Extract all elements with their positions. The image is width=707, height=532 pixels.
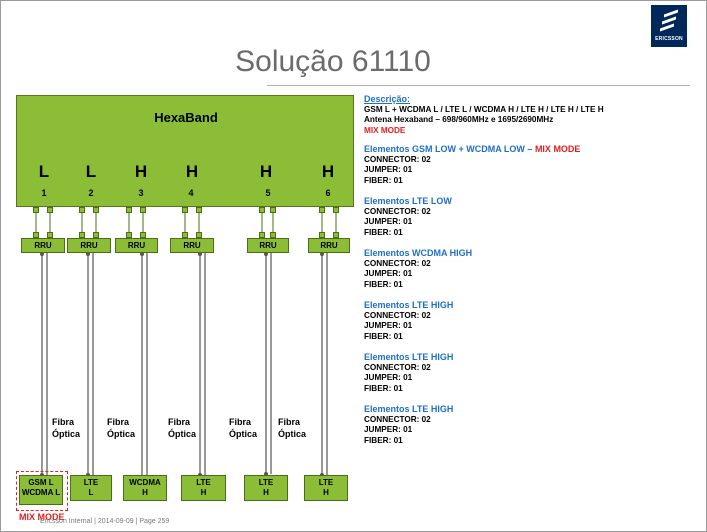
elements-block: Elementos LTE LOW CONNECTOR: 02 JUMPER: …: [364, 196, 694, 238]
elements-block: Elementos GSM LOW + WCDMA LOW – MIX MODE…: [364, 144, 694, 186]
band-letter: H: [259, 162, 273, 181]
band-letter: H: [185, 162, 199, 181]
rru-box: RRU: [67, 238, 111, 253]
elements-title: Elementos LTE HIGH: [364, 404, 454, 414]
jumper-count: JUMPER: 01: [364, 373, 413, 382]
elements-title: Elementos LTE LOW: [364, 196, 452, 206]
description-line: GSM L + WCDMA L / LTE L / WCDMA H / LTE …: [364, 104, 604, 114]
connector-count: CONNECTOR: 02: [364, 258, 431, 268]
description-line: Antena Hexaband – 698/960MHz e 1695/2690…: [364, 115, 554, 124]
port-number: 1: [41, 188, 47, 198]
connector-pin: [259, 207, 265, 213]
band-letter: H: [321, 162, 335, 181]
info-panel: Descrição: GSM L + WCDMA L / LTE L / WCD…: [364, 94, 694, 446]
port-number: 5: [265, 188, 271, 198]
connector-pin: [33, 207, 39, 213]
port-number: 4: [188, 188, 194, 198]
hexaband-antenna: HexaBand L L H H H H 1 2 3 4 5 6: [16, 95, 354, 207]
band-letter: L: [38, 162, 50, 181]
connector-pin: [333, 232, 339, 238]
connector-pin: [79, 232, 85, 238]
elements-title: Elementos LTE HIGH: [364, 352, 454, 362]
connector-pin: [333, 207, 339, 213]
description-mix-mode: MIX MODE: [364, 125, 406, 135]
rru-box: RRU: [170, 238, 214, 253]
elements-block: Elementos LTE HIGH CONNECTOR: 02 JUMPER:…: [364, 352, 694, 394]
title-divider: [267, 85, 690, 86]
connector-pin: [196, 207, 202, 213]
fiber-count: FIBER: 01: [364, 175, 403, 185]
connector-pin: [140, 232, 146, 238]
antenna-label: HexaBand: [154, 110, 218, 125]
connector-count: CONNECTOR: 02: [364, 362, 431, 372]
connector-pin: [259, 232, 265, 238]
fiber-count: FIBER: 01: [364, 279, 403, 289]
ericsson-logo: ERICSSON: [651, 5, 687, 47]
brand-name: ERICSSON: [655, 36, 683, 42]
description-label: Descrição:: [364, 94, 411, 104]
band-letter: H: [134, 162, 148, 181]
elements-block: Elementos WCDMA HIGH CONNECTOR: 02 JUMPE…: [364, 248, 694, 290]
connector-count: CONNECTOR: 02: [364, 154, 431, 164]
jumper-count: JUMPER: 01: [364, 217, 413, 226]
elements-title: Elementos GSM LOW + WCDMA LOW – MIX MODE: [364, 144, 581, 154]
connector-pin: [47, 207, 53, 213]
connector-pin: [182, 232, 188, 238]
connector-pin: [93, 232, 99, 238]
connector-pin: [319, 207, 325, 213]
port-number: 2: [88, 188, 94, 198]
jumper-count: JUMPER: 01: [364, 321, 413, 330]
jumper-count: JUMPER: 01: [364, 269, 413, 278]
rru-box: RRU: [21, 238, 65, 253]
connector-pin: [270, 232, 276, 238]
elements-title: Elementos LTE HIGH: [364, 300, 454, 310]
mix-mode-label: MIX MODE: [19, 512, 65, 522]
connector-pin: [196, 232, 202, 238]
connector-count: CONNECTOR: 02: [364, 310, 431, 320]
footer: Ericsson Internal | 2014-09-09 | Page 25…: [40, 518, 170, 525]
rru-box: RRU: [247, 238, 289, 253]
connector-pin: [126, 207, 132, 213]
rru-box: RRU: [115, 238, 158, 253]
connector-pin: [79, 207, 85, 213]
description-block: Descrição: GSM L + WCDMA L / LTE L / WCD…: [364, 94, 694, 136]
fiber-count: FIBER: 01: [364, 383, 403, 393]
connector-pin: [182, 207, 188, 213]
connector-pin: [140, 207, 146, 213]
connector-count: CONNECTOR: 02: [364, 206, 431, 216]
connector-pin: [319, 232, 325, 238]
mix-mode-outline: [16, 471, 68, 511]
rru-box: RRU: [308, 238, 350, 253]
connector-pin: [47, 232, 53, 238]
fiber-count: FIBER: 01: [364, 435, 403, 445]
port-number: 6: [325, 188, 331, 198]
fiber-count: FIBER: 01: [364, 331, 403, 341]
elements-block: Elementos LTE HIGH CONNECTOR: 02 JUMPER:…: [364, 300, 694, 342]
connector-pin: [126, 232, 132, 238]
page-title: Solução 61110: [235, 45, 431, 78]
elements-block: Elementos LTE HIGH CONNECTOR: 02 JUMPER:…: [364, 404, 694, 446]
jumper-count: JUMPER: 01: [364, 425, 413, 434]
connector-pin: [93, 207, 99, 213]
port-number: 3: [138, 188, 144, 198]
connector-pin: [33, 232, 39, 238]
connector-count: CONNECTOR: 02: [364, 414, 431, 424]
fiber-count: FIBER: 01: [364, 227, 403, 237]
band-letter: L: [85, 162, 97, 181]
connector-pin: [270, 207, 276, 213]
jumper-count: JUMPER: 01: [364, 165, 413, 174]
elements-title: Elementos WCDMA HIGH: [364, 248, 473, 258]
